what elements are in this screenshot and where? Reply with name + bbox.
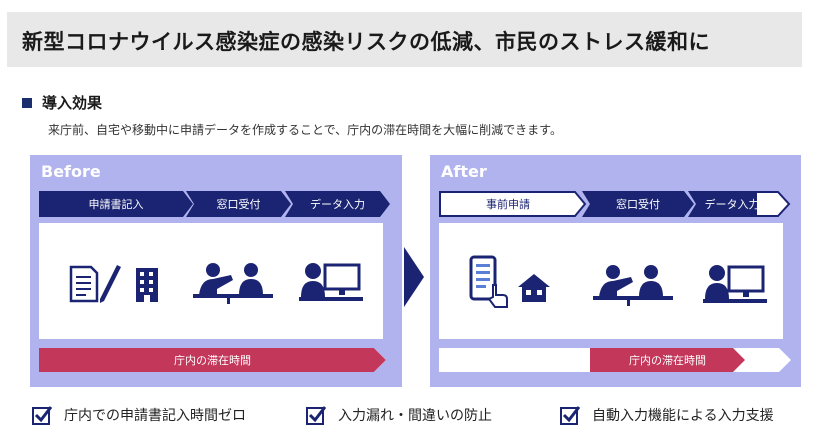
after-step-3-shape (688, 191, 791, 217)
house-icon (518, 274, 550, 302)
building-icon (136, 268, 158, 302)
benefit-checklist: 庁内での申請書記入時間ゼロ 入力漏れ・間違いの防止 自動入力機能による入力支援 (0, 405, 827, 435)
before-steps: 申請書記入 窓口受付 データ入力 (39, 191, 391, 217)
before-stay-fill: 庁内の滞在時間 (39, 348, 386, 372)
document-pen-icon (69, 265, 121, 303)
benefit-item-2: 入力漏れ・間違いの防止 (306, 405, 492, 425)
computer-operator-icon (299, 263, 363, 301)
bullet-square-icon (22, 97, 32, 108)
before-step-1: 申請書記入 (39, 191, 193, 217)
before-label: Before (41, 162, 101, 181)
section-heading: 導入効果 (22, 92, 102, 113)
benefit-label: 入力漏れ・間違いの防止 (338, 408, 492, 424)
after-illustration-area (439, 223, 783, 339)
computer-operator-icon (703, 265, 767, 303)
before-step-3: データ入力 (285, 191, 390, 217)
page-title: 新型コロナウイルス感染症の感染リスクの低減、市民のストレス緩和に (22, 30, 710, 54)
counter-reception-icon (193, 263, 273, 304)
after-stay-fill: 庁内の滞在時間 (590, 348, 745, 372)
after-step-1: 事前申請 (486, 198, 530, 211)
before-panel: Before 申請書記入 窓口受付 データ入力 (30, 155, 402, 387)
section-heading-label: 導入効果 (42, 94, 103, 112)
after-step-2: 窓口受付 (582, 191, 694, 217)
benefit-item-3: 自動入力機能による入力支援 (560, 405, 774, 425)
checkbox-checked-icon (306, 406, 326, 425)
section-description: 来庁前、自宅や移動中に申請データを作成することで、庁内の滞在時間を大幅に削減でき… (48, 123, 562, 137)
smartphone-tap-icon (469, 255, 508, 308)
after-steps: 事前申請 窓口受付 データ入力 (439, 191, 791, 217)
title-banner: 新型コロナウイルス感染症の感染リスクの低減、市民のストレス緩和に (7, 12, 802, 67)
checkbox-checked-icon (560, 406, 580, 425)
after-step-3: データ入力 (704, 198, 760, 211)
benefit-label: 庁内での申請書記入時間ゼロ (64, 408, 246, 424)
after-label: After (441, 162, 487, 181)
after-panel: After 事前申請 窓口受付 データ入力 (430, 155, 801, 387)
benefit-item-1: 庁内での申請書記入時間ゼロ (32, 405, 246, 425)
before-stay-bar: 庁内の滞在時間 (39, 348, 386, 372)
benefit-label: 自動入力機能による入力支援 (592, 408, 774, 424)
before-illustration-area (39, 223, 383, 339)
before-step-2: 窓口受付 (186, 191, 291, 217)
checkbox-checked-icon (32, 406, 52, 425)
right-arrow-icon (404, 247, 424, 307)
after-step-1-shape (439, 191, 587, 217)
counter-reception-icon (593, 265, 673, 306)
after-stay-bar: 庁内の滞在時間 (439, 348, 791, 372)
